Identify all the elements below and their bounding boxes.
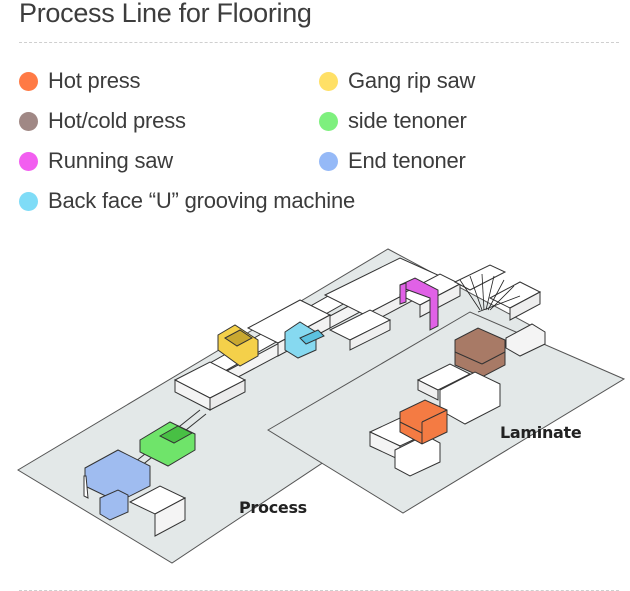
gang-rip-saw-machine: [217, 324, 259, 367]
legend-label: Back face “U” grooving machine: [48, 188, 356, 213]
legend-item-end-tenoner: End tenoner: [319, 148, 466, 174]
legend-item-gang-rip-saw: Gang rip saw: [319, 68, 475, 94]
green-dot-icon: [319, 111, 338, 131]
legend-label: Gang rip saw: [348, 68, 476, 93]
hot-press-machine: [399, 399, 448, 445]
laminate-area-label: Laminate: [500, 423, 582, 442]
legend-item-side-tenoner: side tenoner: [319, 108, 467, 134]
magenta-dot-icon: [19, 151, 38, 171]
legend-item-hot-press: Hot press: [19, 68, 141, 94]
title-divider: [19, 42, 619, 43]
legend-item-u-grooving: Back face “U” grooving machine: [19, 188, 355, 214]
brown-dot-icon: [19, 111, 38, 131]
process-area-label: Process: [239, 498, 307, 517]
layout-drawing: [17, 248, 626, 564]
end-tenoner-machine: [83, 449, 151, 521]
running-saw-machine: [399, 277, 439, 331]
yellow-dot-icon: [319, 71, 338, 91]
stacker-machine: [459, 273, 521, 313]
legend-label: Hot press: [48, 68, 141, 93]
cyan-dot-icon: [19, 191, 38, 211]
orange-dot-icon: [19, 71, 38, 91]
factory-layout-diagram: Process Laminate: [0, 240, 630, 580]
u-grooving-machine: [284, 321, 325, 359]
legend-label: Hot/cold press: [48, 108, 186, 133]
legend-item-running-saw: Running saw: [19, 148, 173, 174]
legend-label: side tenoner: [348, 108, 467, 133]
blue-dot-icon: [319, 151, 338, 171]
hot-cold-press-machine: [454, 327, 506, 378]
legend-item-hot-cold-press: Hot/cold press: [19, 108, 186, 134]
page-title: Process Line for Flooring: [19, 0, 312, 28]
legend-label: Running saw: [48, 148, 173, 173]
legend-label: End tenoner: [348, 148, 466, 173]
side-tenoner-machine: [139, 421, 196, 467]
